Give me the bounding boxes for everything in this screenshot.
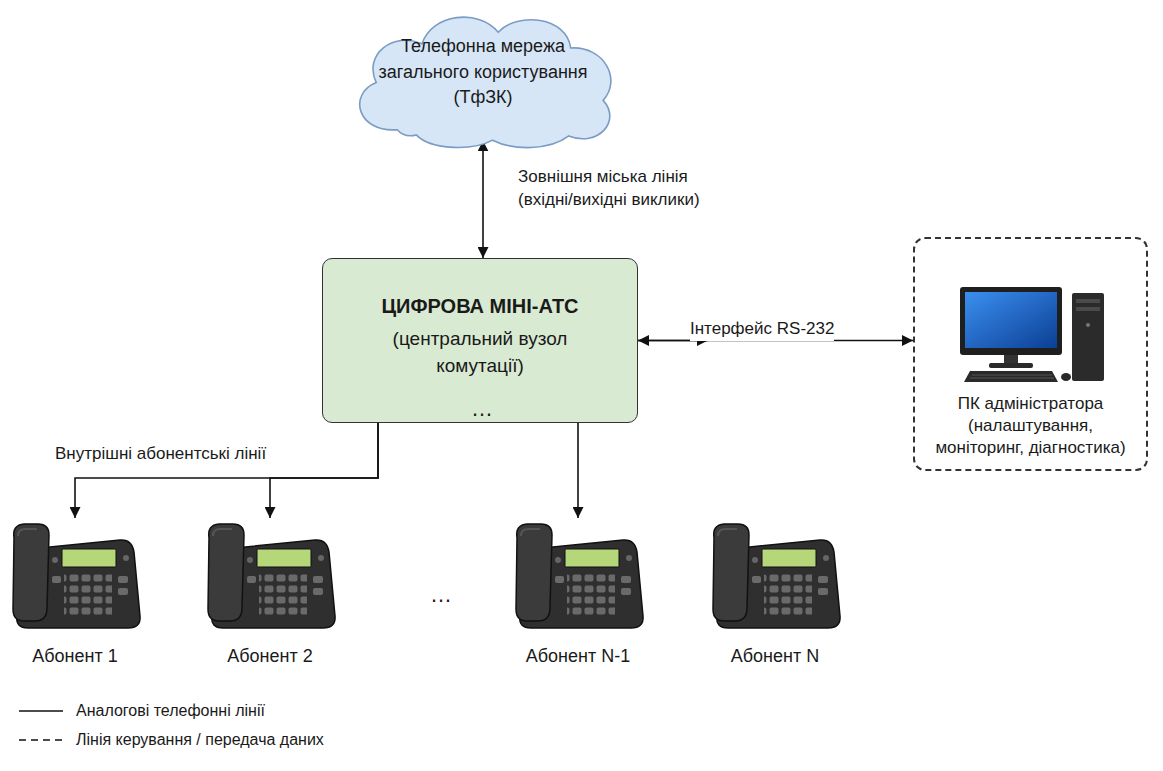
node-text: Абонент N-1: [511, 646, 645, 667]
section-label: Внутрішні абонентські лінії: [55, 443, 266, 466]
connector: [270, 423, 378, 518]
node-text: (центральний вузол комутації): [357, 326, 603, 379]
legend-text: Аналогові телефонні лінії: [76, 702, 265, 720]
legend-item: Лінія керування / передача даних: [18, 730, 324, 750]
connector: [75, 423, 378, 518]
phone-icon: [8, 518, 142, 630]
subscriber-phone: Абонент N-1: [511, 518, 645, 667]
ellipsis-mark: …: [471, 394, 493, 424]
computer-icon: [956, 285, 1106, 385]
node-text: Абонент 1: [8, 646, 142, 667]
legend-line-sample: [18, 701, 64, 721]
subscriber-phone: Абонент N: [708, 518, 842, 667]
phone-icon: [511, 518, 645, 630]
node-text: ЦИФРОВА МІНІ-АТС: [357, 295, 603, 318]
connector: [482, 140, 484, 258]
node-text: Абонент N: [708, 646, 842, 667]
admin-pc-box: ПК адміністратора (налаштування, монітор…: [913, 237, 1148, 471]
edge-label: Інтерфейс RS-232: [690, 318, 834, 341]
node-text: ПК адміністратора (налаштування, монітор…: [923, 393, 1138, 459]
phone-icon: [708, 518, 842, 630]
subscriber-phone: Абонент 2: [203, 518, 337, 667]
legend-line-sample: [18, 730, 64, 750]
subscriber-phone: Абонент 1: [8, 518, 142, 667]
node-text: Телефонна мережа загального користування…: [370, 34, 596, 111]
connector: [577, 423, 579, 518]
legend-text: Лінія керування / передача даних: [76, 731, 324, 749]
legend-item: Аналогові телефонні лінії: [18, 701, 265, 721]
network-cloud: Телефонна мережа загального користування…: [340, 4, 626, 151]
edge-label: Зовнішня міська лінія (вхідні/вихідні ви…: [518, 166, 740, 212]
ellipsis-mark: …: [430, 580, 452, 610]
phone-icon: [203, 518, 337, 630]
node-text: Абонент 2: [203, 646, 337, 667]
